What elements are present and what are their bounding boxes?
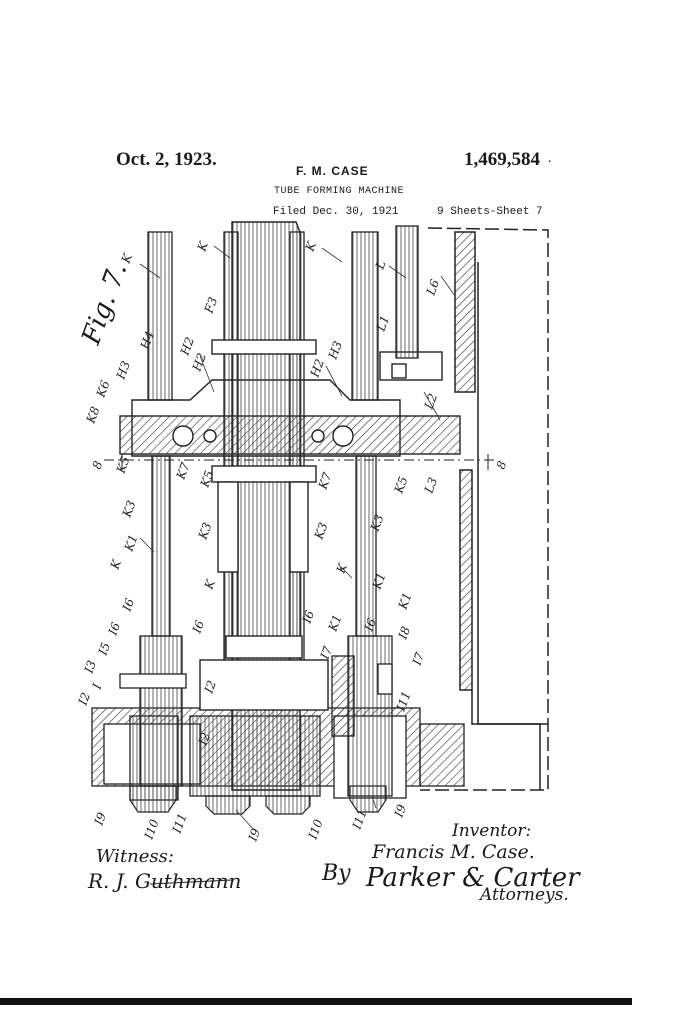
label-i9-1: I9 bbox=[91, 810, 109, 828]
main-spindle bbox=[200, 222, 328, 790]
label-i7-2: I7 bbox=[409, 650, 427, 668]
label-h2-3: H2 bbox=[307, 357, 327, 380]
page-bottom-rule bbox=[0, 998, 632, 1005]
label-i10-1: I10 bbox=[141, 817, 161, 842]
label-k-1: K bbox=[118, 251, 135, 266]
label-i: I bbox=[89, 682, 104, 692]
label-l3: L3 bbox=[421, 475, 440, 496]
label-i11-2: I11 bbox=[169, 811, 189, 836]
label-k3-1: K3 bbox=[119, 498, 138, 520]
label-k5-3: K5 bbox=[391, 475, 410, 496]
label-f3: F3 bbox=[201, 295, 220, 316]
label-i10-2: I10 bbox=[305, 817, 325, 842]
label-k7-2: K7 bbox=[315, 470, 334, 492]
label-h3-2: H3 bbox=[113, 359, 133, 382]
witness-caption: Witness: bbox=[96, 846, 174, 867]
by-text: By bbox=[321, 861, 351, 886]
inventor-caption: Inventor: bbox=[451, 821, 531, 841]
label-i6-1: I6 bbox=[119, 596, 137, 614]
label-l2: L2 bbox=[421, 392, 440, 412]
label-k6: K6 bbox=[93, 378, 112, 400]
label-i8: I8 bbox=[395, 624, 413, 642]
label-k1-1: K1 bbox=[121, 533, 140, 554]
label-k-2: K bbox=[194, 239, 211, 254]
label-k-4: K bbox=[107, 557, 124, 572]
label-k-3: K bbox=[302, 239, 319, 254]
label-k1-4: K1 bbox=[325, 613, 344, 634]
label-section-right: 8 bbox=[494, 459, 510, 471]
attorneys-caption: Attorneys. bbox=[478, 885, 569, 905]
figure-label: Fig. 7. bbox=[76, 259, 133, 349]
label-i6-2: I6 bbox=[189, 618, 207, 636]
label-k5: K5 bbox=[113, 455, 132, 476]
label-k7-1: K7 bbox=[173, 460, 192, 482]
label-k3-2: K3 bbox=[195, 520, 214, 542]
label-i9-3: I9 bbox=[391, 802, 409, 820]
inventor-signature: Francis M. Case. bbox=[371, 841, 535, 863]
label-i6-5: I6 bbox=[105, 620, 123, 638]
label-i9-2: I9 bbox=[245, 826, 263, 844]
label-i5: I5 bbox=[95, 641, 113, 658]
label-k3-3: K3 bbox=[311, 520, 330, 542]
label-l6: L6 bbox=[423, 277, 442, 298]
label-i2-1: I2 bbox=[75, 691, 93, 708]
label-k8: K8 bbox=[83, 404, 102, 426]
label-k1-3: K1 bbox=[395, 591, 414, 612]
label-h3: H3 bbox=[325, 339, 345, 362]
label-section-left: 8 bbox=[90, 459, 106, 471]
label-k-5: K bbox=[201, 577, 218, 592]
label-i3: I3 bbox=[81, 658, 99, 676]
label-i11-3: I11 bbox=[349, 807, 369, 832]
frame-housing bbox=[420, 228, 548, 790]
